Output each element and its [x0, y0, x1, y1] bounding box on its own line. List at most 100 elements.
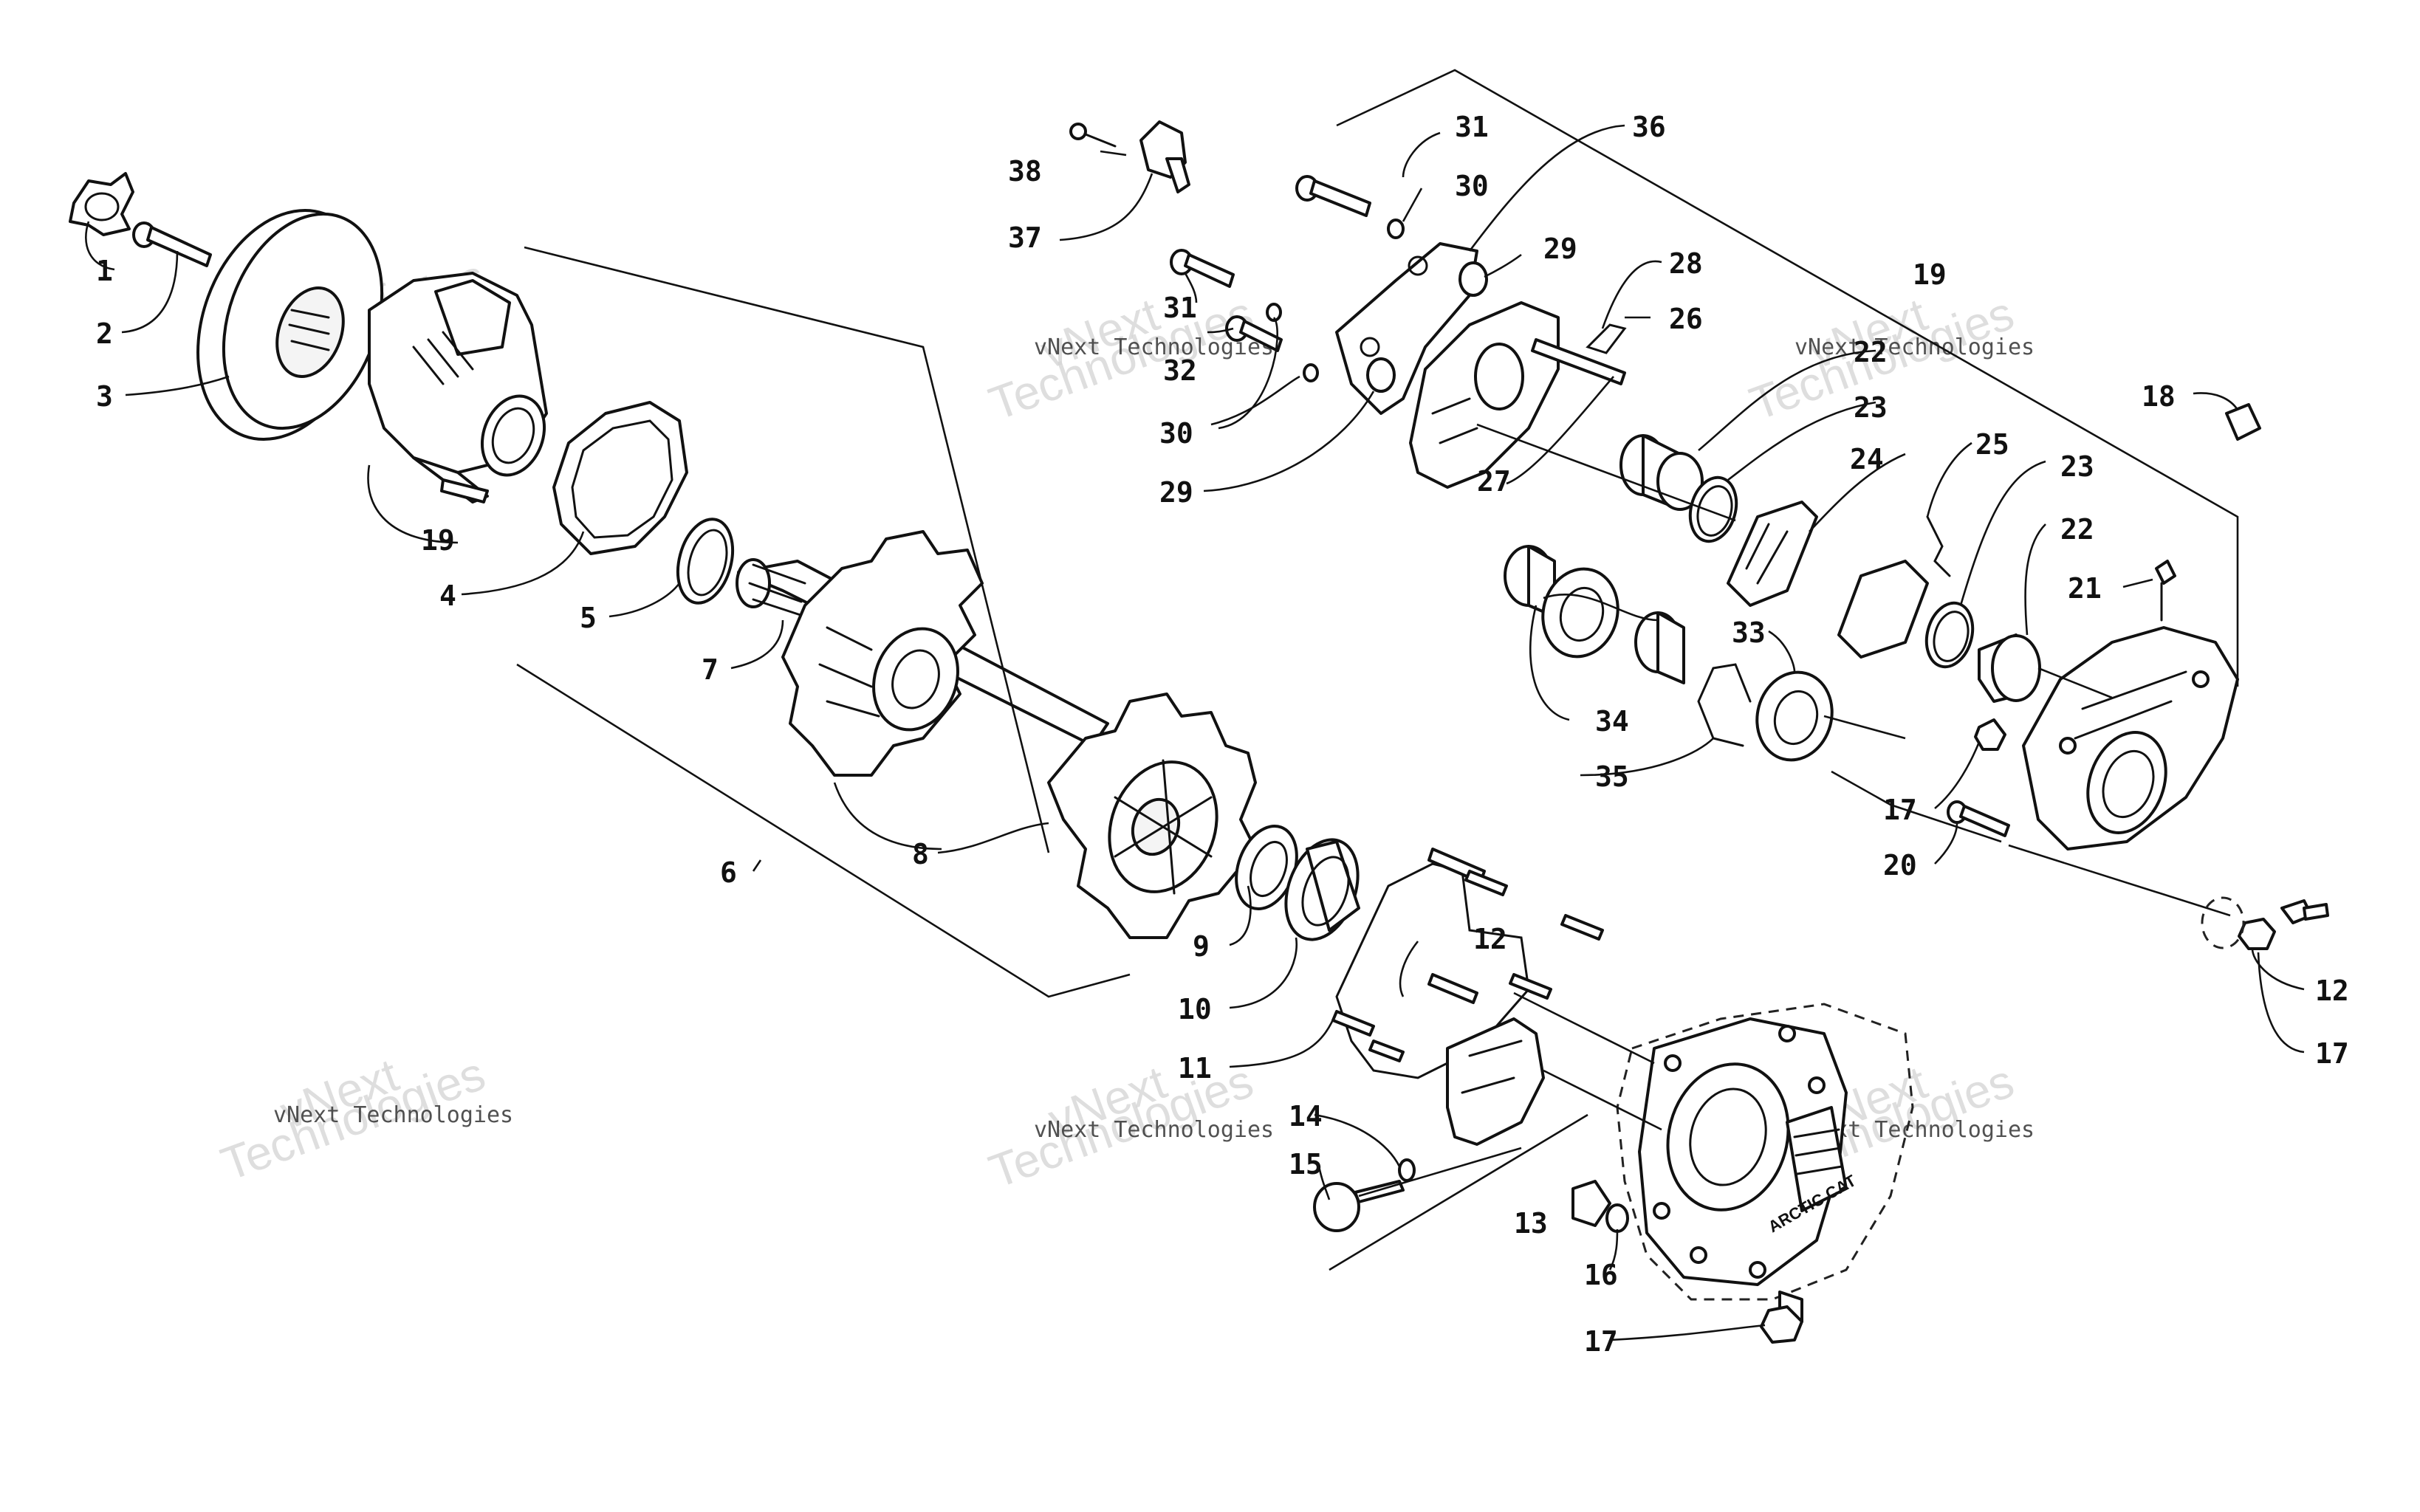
part-12-bolts [1331, 848, 1604, 1062]
part-4-gasket [552, 401, 688, 555]
part-1-retainer [69, 172, 134, 236]
part-34-bushing-lower [1634, 611, 1685, 684]
part-11-gasket [1335, 862, 1530, 1079]
part-31-bolt-lower [1170, 249, 1235, 288]
callout-36: 36 [1632, 111, 1666, 143]
callout-19-left: 19 [421, 524, 455, 557]
callout-18: 18 [2142, 380, 2176, 413]
callout-29-mid: 29 [1159, 476, 1193, 509]
part-19-caliper-body [1409, 301, 1560, 489]
callout-37: 37 [1008, 221, 1042, 254]
part-29-spacers [1366, 261, 1488, 393]
assembly-lines [516, 69, 2239, 1271]
callout-15: 15 [1289, 1148, 1323, 1181]
callout-21: 21 [2068, 572, 2102, 605]
part-27-pin [1531, 338, 1626, 385]
callout-7: 7 [702, 653, 719, 686]
callout-30-top: 30 [1455, 170, 1489, 202]
callout-30-mid: 30 [1159, 417, 1193, 450]
watermark-small: vNext Technologies [1034, 1117, 1274, 1143]
part-21-fitting [2155, 560, 2176, 622]
part-2-bolt [132, 221, 212, 267]
part-5-seal [676, 518, 734, 605]
callout-34: 34 [1595, 705, 1629, 738]
callout-4: 4 [439, 580, 456, 612]
callout-12-center: 12 [1473, 923, 1507, 955]
part-22-piston-upper [1619, 434, 1704, 511]
callout-14: 14 [1289, 1100, 1323, 1133]
part-24-brake-pad-upper [1727, 501, 1818, 607]
callout-22-bottom: 22 [2060, 513, 2094, 546]
callout-5: 5 [580, 602, 597, 634]
callout-3: 3 [96, 380, 113, 413]
callout-27: 27 [1477, 465, 1511, 498]
callout-17-mid: 17 [1883, 794, 1917, 826]
part-23-seal-lower [1924, 601, 1975, 669]
callout-35: 35 [1595, 760, 1629, 793]
callout-19-right: 19 [1913, 258, 1947, 291]
callout-12-right: 12 [2315, 975, 2349, 1007]
part-24-brake-pad-lower [1837, 560, 1929, 659]
part-10-bearing-housing [1284, 838, 1360, 941]
callout-38: 38 [1008, 155, 1042, 188]
part-13-chaincase-bracket [1446, 1017, 1545, 1146]
part-30-washer-upper [1387, 219, 1405, 239]
callout-16: 16 [1584, 1259, 1618, 1291]
callout-13: 13 [1514, 1207, 1548, 1240]
callout-2: 2 [96, 317, 113, 350]
part-33-bearing-lower [1755, 670, 1834, 762]
cover-plate-small [1571, 1180, 1611, 1227]
part-17-nut-right [2238, 918, 2276, 950]
part-17-nut-bottom [1760, 1305, 1803, 1344]
callout-23-bottom: 23 [2060, 450, 2094, 483]
part-25-spring [1926, 515, 1951, 577]
callout-23-top: 23 [1854, 391, 1888, 424]
callout-28: 28 [1669, 247, 1703, 280]
part-19-brake-caliper-assembly [368, 272, 548, 504]
caliper-housing-right [2022, 626, 2239, 850]
callout-1: 1 [96, 255, 113, 287]
chaincase-housing: ARCTIC CAT [1616, 1003, 1914, 1323]
part-33-bearing-upper [1541, 567, 1619, 659]
callout-31-top: 31 [1455, 111, 1489, 143]
callout-11: 11 [1178, 1052, 1212, 1085]
callout-25: 25 [1975, 428, 2009, 461]
part-35-snap-ring [1697, 663, 1752, 747]
part-12-bolt-right [2280, 899, 2329, 924]
callout-29-top: 29 [1543, 233, 1577, 265]
part-17-nut-upper [1974, 718, 2006, 751]
callout-17-right: 17 [2315, 1037, 2349, 1070]
part-14-washer [1398, 1158, 1416, 1182]
callout-leaders [85, 124, 2305, 1341]
callout-17-bottom: 17 [1584, 1325, 1618, 1358]
part-37-sensor [1139, 120, 1190, 193]
watermark-small: vNext Technologies [1795, 334, 2035, 360]
part-22-piston-lower [1978, 633, 2041, 703]
washer-dashed-right [2201, 896, 2245, 949]
watermark-small: vNext Technologies [273, 1102, 513, 1128]
part-31-bolt-upper [1295, 175, 1371, 217]
callout-9: 9 [1193, 930, 1210, 963]
part-8-drive-sprocket-right [1047, 693, 1257, 939]
callout-8: 8 [912, 838, 929, 870]
callout-labels: 1 2 3 19 4 5 7 6 8 9 10 11 12 14 15 13 1… [96, 111, 2349, 1358]
part-3-brake-disc [196, 209, 384, 441]
part-16-washer [1605, 1203, 1629, 1233]
callout-10: 10 [1178, 993, 1212, 1025]
callout-20: 20 [1883, 849, 1917, 882]
part-15-knob [1313, 1180, 1405, 1232]
part-18-bleeder [2225, 403, 2261, 441]
part-38-screw [1069, 123, 1117, 148]
callout-33: 33 [1732, 616, 1766, 649]
callout-26: 26 [1669, 303, 1703, 335]
part-20-bolt [1947, 800, 2010, 837]
callout-32: 32 [1163, 354, 1197, 387]
part-8-drive-sprocket-left [781, 530, 984, 777]
callout-22-top: 22 [1854, 336, 1888, 368]
callout-24: 24 [1850, 443, 1884, 475]
part-30-washers [1266, 303, 1319, 382]
callout-6: 6 [720, 856, 737, 889]
part-32-bolt [1225, 315, 1283, 352]
part-28-clip [1586, 323, 1627, 354]
